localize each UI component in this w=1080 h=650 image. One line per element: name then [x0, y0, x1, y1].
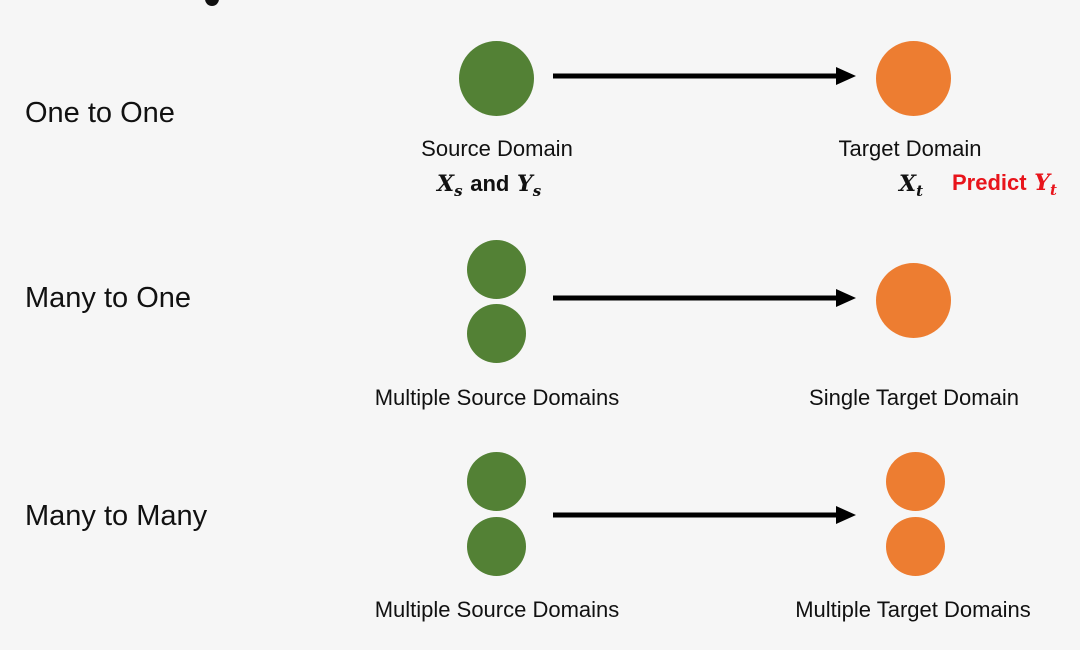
predict-label: Predict Yt	[952, 170, 1057, 199]
target-domain-node	[876, 263, 951, 338]
target-domain-node	[886, 517, 945, 576]
transfer-arrow-many-to-one	[553, 289, 856, 307]
transfer-arrow-many-to-many	[553, 506, 856, 524]
target-data-label: Xt	[899, 171, 924, 200]
multiple-source-domains-caption: Multiple Source Domains	[374, 385, 620, 410]
target-domain-caption: Target Domain	[838, 136, 982, 161]
source-domain-node	[467, 240, 526, 299]
source-domain-node	[467, 452, 526, 511]
single-target-domain-caption: Single Target Domain	[809, 385, 1019, 410]
row-label-many-to-one: Many to One	[25, 282, 192, 314]
multiple-source-domains-caption: Multiple Source Domains	[374, 597, 620, 622]
source-domain-node	[467, 517, 526, 576]
target-domain-node	[876, 41, 951, 116]
row-label-many-to-many: Many to Many	[25, 500, 208, 532]
source-domain-caption: Source Domain	[421, 136, 573, 161]
source-domain-node	[459, 41, 534, 116]
title-fragment	[205, 0, 219, 6]
source-domain-node	[467, 304, 526, 363]
source-data-label: Xs and Ys	[437, 171, 542, 200]
transfer-arrow-one-to-one	[553, 67, 856, 85]
multiple-target-domains-caption: Multiple Target Domains	[795, 597, 1031, 622]
target-domain-node	[886, 452, 945, 511]
row-label-one-to-one: One to One	[25, 97, 175, 129]
